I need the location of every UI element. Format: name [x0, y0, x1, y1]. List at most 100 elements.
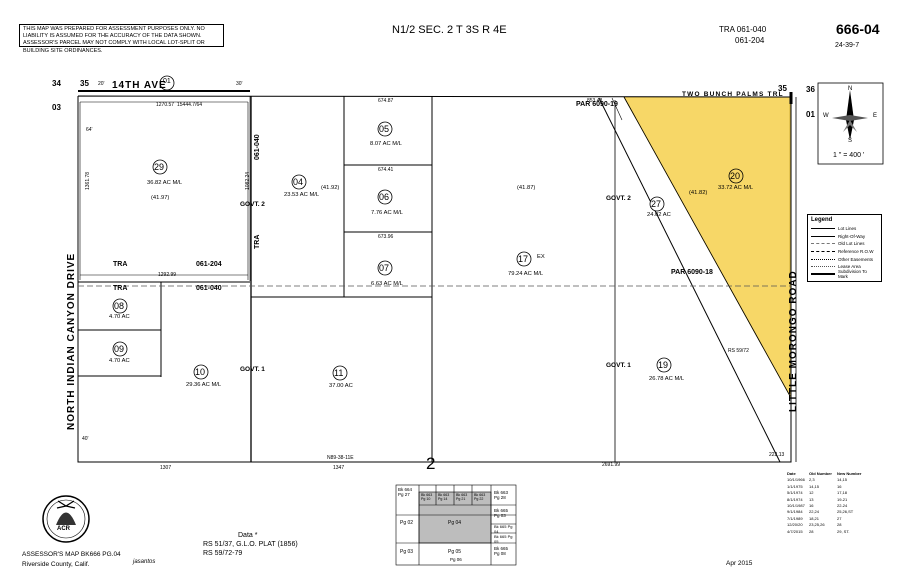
parcel-05-acres: 8.07 AC M/L	[370, 141, 402, 147]
history-cell: 12	[809, 490, 814, 496]
history-cell: 16	[837, 483, 842, 489]
section-title: N1/2 SEC. 2 T 3S R 4E	[392, 24, 507, 36]
parcel-07-acres: 6.63 AC M/L	[371, 281, 403, 287]
parcel-09-acres: 4.70 AC	[109, 358, 130, 364]
history-cell: 28	[837, 522, 842, 528]
parcel-19-num: 19	[658, 360, 669, 370]
parcel-06-num: 06	[379, 192, 390, 202]
parcel-09-num: 09	[114, 344, 125, 354]
parcel-05-num: 05	[379, 124, 390, 134]
par-6090-18: PAR 6090-18	[671, 269, 713, 276]
history-cell: 8/1/1974	[787, 496, 803, 502]
tra-left-code: 061-204	[196, 261, 222, 268]
history-cell: 22-24	[837, 502, 848, 508]
corner-35-left: 35	[80, 79, 89, 88]
corner-35-right: 35	[778, 84, 787, 93]
dim-bearing: N89-38-11E	[327, 455, 354, 461]
tra-mid: TRA	[113, 285, 128, 292]
history-cell: 12/20/20	[787, 522, 803, 528]
dim-15444: 15444.7/64	[177, 102, 203, 108]
disclaimer-box: THIS MAP WAS PREPARED FOR ASSESSMENT PUR…	[19, 24, 224, 54]
legend-title: Legend	[811, 217, 833, 223]
disclaimer-text: THIS MAP WAS PREPARED FOR ASSESSMENT PUR…	[23, 26, 205, 54]
dim-1292-99: 1292.99	[158, 272, 177, 278]
parcel-07-num: 07	[379, 263, 390, 273]
history-cell: 13	[809, 496, 814, 502]
parcel-04-gross: (41.92)	[321, 185, 340, 191]
parcel-20-acres: 33.72 AC M/L	[718, 185, 754, 191]
govt-1-left: GOVT. 1	[240, 366, 265, 373]
dim-674-87: 674.87	[378, 98, 394, 104]
index-cell: Pg 02	[400, 520, 414, 526]
index-cell: Bk 665 Pg 08	[494, 546, 509, 556]
history-header: Old Number	[809, 471, 832, 476]
legend-item: Subdivision To Mark	[837, 269, 867, 280]
history-cell: 22,24	[809, 509, 820, 515]
parcel-19-acres: 26.78 AC M/L	[649, 376, 685, 382]
dim-222-13: 222.13	[769, 452, 785, 458]
dim-1361: 1361.78	[85, 171, 91, 190]
tra-bottom: 061-204	[735, 36, 765, 45]
data-line: RS 59/72-79	[203, 550, 243, 557]
history-cell: 18,21	[809, 515, 820, 521]
index-cell: Bk 665 Pg 04	[494, 524, 513, 534]
avenue-number: 01	[163, 78, 171, 85]
parcel-11-num: 11	[334, 368, 344, 378]
parcel-06-acres: 7.76 AC M/L	[371, 210, 403, 216]
street-14th-ave: 14TH AVE	[112, 80, 167, 91]
history-cell: 14,15	[809, 483, 820, 489]
govt-1-right: GOVT. 1	[606, 362, 631, 369]
legend: Legend Lot Lines Right-Of-Way Old Lot Li…	[807, 214, 882, 282]
parcel-17-acres: 79.24 AC M/L	[508, 271, 544, 277]
history-cell: 9/1/1984	[787, 509, 803, 515]
compass-e: E	[873, 113, 878, 119]
history-cell: 28	[809, 528, 814, 534]
parcel-17-num: 17	[518, 254, 529, 264]
history-cell: 27	[837, 515, 842, 521]
corner-34: 34	[52, 79, 61, 88]
corner-03: 03	[52, 103, 61, 112]
index-cell: Bk 665 Pg 03	[494, 508, 509, 518]
legend-item: Reference R.O.W	[838, 249, 874, 255]
par-6090-19: PAR 6090-19	[576, 101, 618, 108]
corner-36: 36	[806, 85, 815, 94]
dim-1347: 1347	[333, 465, 345, 471]
history-cell: 25,26,ST	[837, 509, 854, 515]
history-cell: 5/1/1974	[787, 490, 803, 496]
tra-left: TRA	[113, 261, 128, 268]
legend-item: Old Lot Lines	[838, 241, 865, 247]
parcel-04-acres: 23.53 AC M/L	[284, 192, 320, 198]
history-cell: 19-21	[837, 496, 848, 502]
index-cell: Pg 03	[400, 549, 414, 555]
dim-20: 20'	[98, 81, 105, 87]
history-cell: 14,15	[837, 477, 848, 483]
county-line: Riverside County, Calif.	[22, 561, 90, 568]
parcel-27-num: 27	[651, 199, 662, 209]
code-vertical: 061-040	[254, 134, 261, 160]
history-cell: 23,25,26	[809, 522, 825, 528]
data-line: RS 51/37, G.L.O. PLAT (1856)	[203, 541, 298, 548]
parcel-29-acres: 36.82 AC M/L	[147, 180, 183, 186]
history-cell: 17,18	[837, 490, 848, 496]
dim-673-96: 673.96	[378, 234, 394, 240]
parcel-08-acres: 4.70 AC	[109, 314, 130, 320]
parcel-20-num: 20	[730, 171, 741, 181]
history-header: Date	[787, 471, 796, 476]
history-header: New Number	[837, 471, 862, 476]
parcel-27-acres: 24.02 AC	[647, 212, 671, 218]
scale-label: 1 " = 400 '	[833, 152, 865, 159]
legend-item: Lease Area	[838, 264, 861, 270]
dim-1307: 1307	[160, 465, 172, 471]
history-cell: 1/1/1975	[787, 483, 803, 489]
dim-30: 30'	[236, 81, 243, 87]
parcel-04-num: 04	[293, 177, 304, 187]
book-page: 666-04	[836, 21, 880, 37]
compass-n: N	[848, 86, 853, 92]
street-indian-canyon: NORTH INDIAN CANYON DRIVE	[66, 252, 77, 430]
compass-s: S	[848, 138, 853, 144]
tra-vertical: TRA	[254, 234, 261, 249]
history-cell: 29, ST.	[837, 528, 850, 534]
history-cell: 10/1/1966	[787, 477, 805, 483]
